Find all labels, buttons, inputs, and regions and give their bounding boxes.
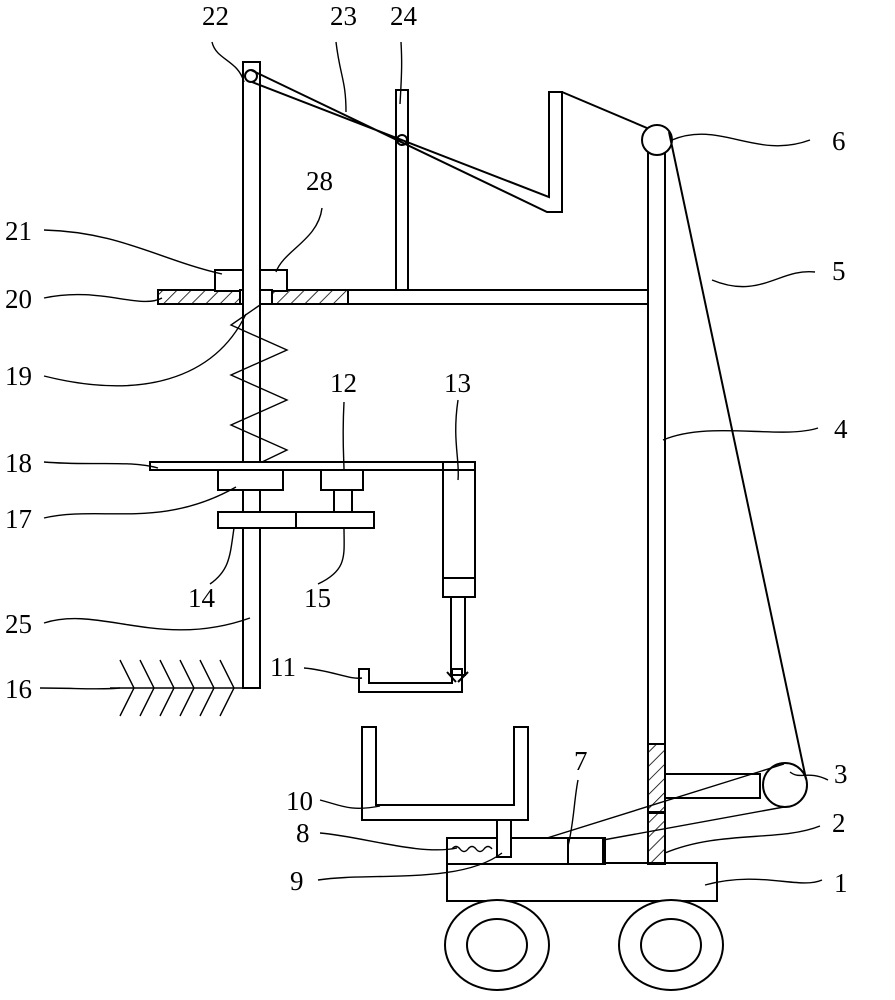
- label-17: 17: [5, 504, 32, 534]
- label-9: 9: [290, 866, 304, 896]
- brush: [110, 659, 260, 717]
- base-plate: [446, 862, 718, 902]
- rope-top: [561, 91, 648, 129]
- label-14: 14: [188, 583, 216, 613]
- wheel-right: [618, 899, 724, 991]
- label-23: 23: [330, 1, 357, 31]
- label-28: 28: [306, 166, 333, 196]
- small-shaft: [496, 819, 512, 858]
- motor-left: [217, 469, 284, 491]
- gear-left: [217, 511, 297, 529]
- wavy-material: [451, 845, 493, 853]
- lower-tray: [361, 726, 529, 821]
- label-7: 7: [574, 746, 588, 776]
- label-8: 8: [296, 818, 310, 848]
- spring: [229, 304, 289, 463]
- lever-arm: [250, 69, 563, 213]
- small-post: [395, 89, 409, 291]
- column-hatched-lower: [647, 812, 666, 864]
- label-10: 10: [286, 786, 313, 816]
- gear-right: [295, 511, 375, 529]
- label-18: 18: [5, 448, 32, 478]
- label-22: 22: [202, 1, 229, 31]
- label-2: 2: [832, 808, 846, 838]
- gripper-tray: [358, 668, 463, 693]
- label-1: 1: [834, 868, 848, 898]
- label-25: 25: [5, 609, 32, 639]
- label-15: 15: [304, 583, 331, 613]
- label-20: 20: [5, 284, 32, 314]
- label-13: 13: [444, 368, 471, 398]
- cylinder-housing: [442, 461, 476, 598]
- top-pulley: [641, 124, 673, 156]
- label-11: 11: [270, 652, 296, 682]
- middle-arm: [149, 461, 476, 471]
- lower-pulley: [762, 762, 808, 808]
- label-3: 3: [834, 759, 848, 789]
- label-19: 19: [5, 361, 32, 391]
- label-21: 21: [5, 216, 32, 246]
- label-5: 5: [832, 256, 846, 286]
- bottom-block: [446, 837, 606, 865]
- piston-rod: [450, 596, 466, 676]
- label-24: 24: [390, 1, 418, 31]
- leader-lines: [39, 41, 829, 886]
- rope-outer: [668, 131, 807, 780]
- motor-right: [320, 469, 364, 491]
- rope-bottom-lower: [602, 806, 785, 841]
- label-4: 4: [834, 414, 848, 444]
- label-12: 12: [330, 368, 357, 398]
- vertical-rod: [242, 61, 261, 689]
- label-16: 16: [5, 674, 32, 704]
- label-6: 6: [832, 126, 846, 156]
- motor-right-shaft: [333, 489, 353, 513]
- wheel-left: [444, 899, 550, 991]
